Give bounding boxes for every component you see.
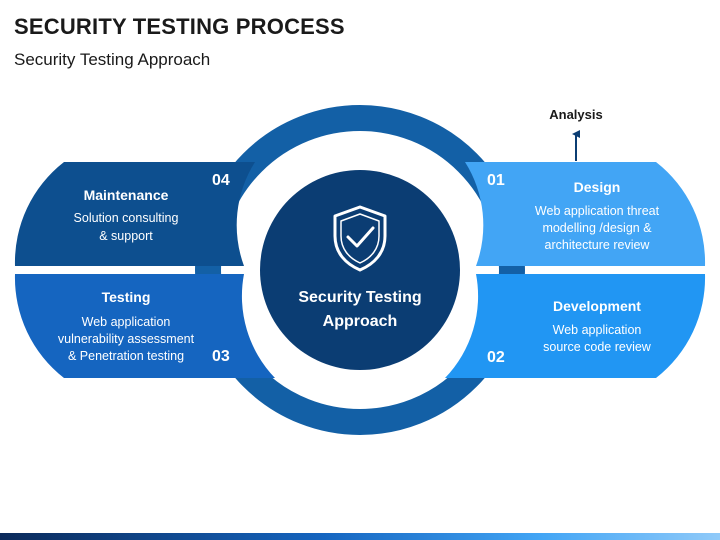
development-desc-1: Web application bbox=[553, 323, 642, 337]
design-desc-2: modelling /design & bbox=[542, 221, 652, 235]
maintenance-number: 04 bbox=[212, 172, 230, 189]
design-title: Design bbox=[574, 179, 621, 195]
outer-ring bbox=[195, 105, 525, 435]
development-number: 02 bbox=[487, 349, 505, 366]
footer-bar bbox=[0, 533, 720, 540]
page-subtitle: Security Testing Approach bbox=[14, 50, 211, 69]
testing-desc-1: Web application bbox=[82, 315, 171, 329]
design-desc-1: Web application threat bbox=[535, 204, 660, 218]
development-title: Development bbox=[553, 298, 641, 314]
testing-number: 03 bbox=[212, 348, 230, 365]
maintenance-title: Maintenance bbox=[84, 187, 169, 203]
maintenance-desc-1: Solution consulting bbox=[74, 211, 179, 225]
testing-title: Testing bbox=[102, 289, 151, 305]
segment-design[interactable] bbox=[465, 162, 706, 266]
design-number: 01 bbox=[487, 172, 505, 189]
segment-maintenance[interactable] bbox=[14, 162, 255, 266]
page-title: SECURITY TESTING PROCESS bbox=[14, 14, 345, 39]
analysis-label: Analysis bbox=[549, 107, 602, 122]
development-desc-2: source code review bbox=[543, 340, 652, 354]
maintenance-desc-2: & support bbox=[99, 229, 153, 243]
testing-desc-2: vulnerability assessment bbox=[58, 332, 195, 346]
segment-testing[interactable] bbox=[14, 274, 276, 378]
design-desc-3: architecture review bbox=[545, 238, 651, 252]
shield-check-icon bbox=[333, 205, 387, 272]
center-line-1: Security Testing bbox=[298, 289, 421, 306]
center-line-2: Approach bbox=[323, 313, 398, 330]
testing-desc-3: & Penetration testing bbox=[68, 349, 184, 363]
segment-development[interactable] bbox=[445, 274, 706, 378]
